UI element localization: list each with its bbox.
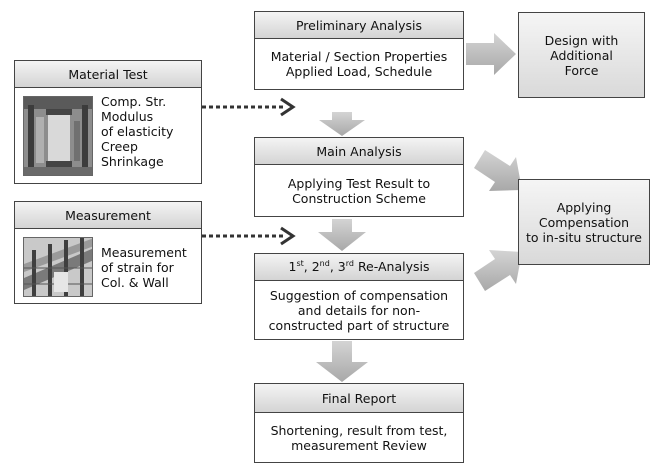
diag-arrow-main-to-compensation (474, 150, 522, 191)
material-item: Creep (101, 139, 138, 154)
material-test-title: Material Test (68, 66, 148, 82)
measurement-item: of strain for (101, 260, 174, 275)
compensation-line-2: Compensation (538, 214, 630, 230)
final-report-title: Final Report (321, 390, 397, 406)
preliminary-line-2: Applied Load, Schedule (285, 64, 433, 79)
right-arrow-to-design (466, 33, 516, 75)
down-arrow-prelim-to-main (319, 112, 365, 136)
down-arrow-main-to-reanalysis (318, 219, 366, 251)
compensation-line-1: Applying (556, 199, 612, 215)
design-line-3: Force (564, 62, 599, 78)
measurement-item: Measurement (101, 245, 187, 260)
test-machine-image (24, 97, 92, 175)
measurement-header: Measurement (14, 201, 202, 229)
design-line-2: Additional (550, 47, 613, 63)
reanalysis-line-2: and details for non- (297, 302, 421, 318)
material-item: Modulus (101, 109, 154, 124)
final-line-1: Shortening, result from test, (270, 422, 448, 438)
design-additional-force-box: Design with Additional Force (518, 12, 645, 98)
material-test-items: Comp. Str. Modulus of elasticity Creep S… (101, 94, 201, 169)
main-analysis-title: Main Analysis (316, 143, 402, 159)
design-line-1: Design with (544, 32, 619, 48)
measurement-title: Measurement (65, 207, 151, 223)
material-test-photo (23, 96, 93, 176)
reanalysis-header: 1st, 2nd, 3rd Re-Analysis (254, 253, 464, 281)
main-analysis-body: Applying Test Result to Construction Sch… (254, 164, 464, 217)
compensation-line-3: to in-situ structure (526, 229, 642, 245)
main-line-1: Applying Test Result to (287, 175, 431, 191)
measurement-photo (23, 237, 93, 297)
applying-compensation-box: Applying Compensation to in-situ structu… (518, 179, 650, 265)
final-report-body: Shortening, result from test, measuremen… (254, 412, 464, 463)
construction-site-image (24, 238, 92, 296)
material-item: of elasticity (101, 124, 174, 139)
material-item: Comp. Str. (101, 94, 167, 109)
preliminary-analysis-header: Preliminary Analysis (254, 11, 464, 39)
preliminary-analysis-title: Preliminary Analysis (295, 17, 423, 33)
main-analysis-header: Main Analysis (254, 137, 464, 165)
diag-arrow-reanalysis-to-compensation (474, 250, 522, 291)
measurement-items: Measurement of strain for Col. & Wall (101, 245, 201, 290)
measurement-body: Measurement of strain for Col. & Wall (14, 228, 202, 304)
material-test-header: Material Test (14, 60, 202, 88)
final-report-header: Final Report (254, 383, 464, 413)
reanalysis-title: 1st, 2nd, 3rd Re-Analysis (288, 259, 430, 275)
reanalysis-line-3: constructed part of structure (268, 317, 450, 333)
preliminary-analysis-body: Material / Section Properties Applied Lo… (254, 38, 464, 90)
final-line-2: measurement Review (291, 437, 427, 453)
reanalysis-line-1: Suggestion of compensation (269, 287, 449, 303)
material-test-body: Comp. Str. Modulus of elasticity Creep S… (14, 87, 202, 184)
material-item: Shrinkage (101, 154, 164, 169)
preliminary-line-1: Material / Section Properties (270, 49, 448, 64)
down-arrow-reanalysis-to-final (316, 341, 368, 382)
reanalysis-body: Suggestion of compensation and details f… (254, 280, 464, 340)
measurement-item: Col. & Wall (101, 275, 169, 290)
main-line-2: Construction Scheme (292, 190, 426, 206)
